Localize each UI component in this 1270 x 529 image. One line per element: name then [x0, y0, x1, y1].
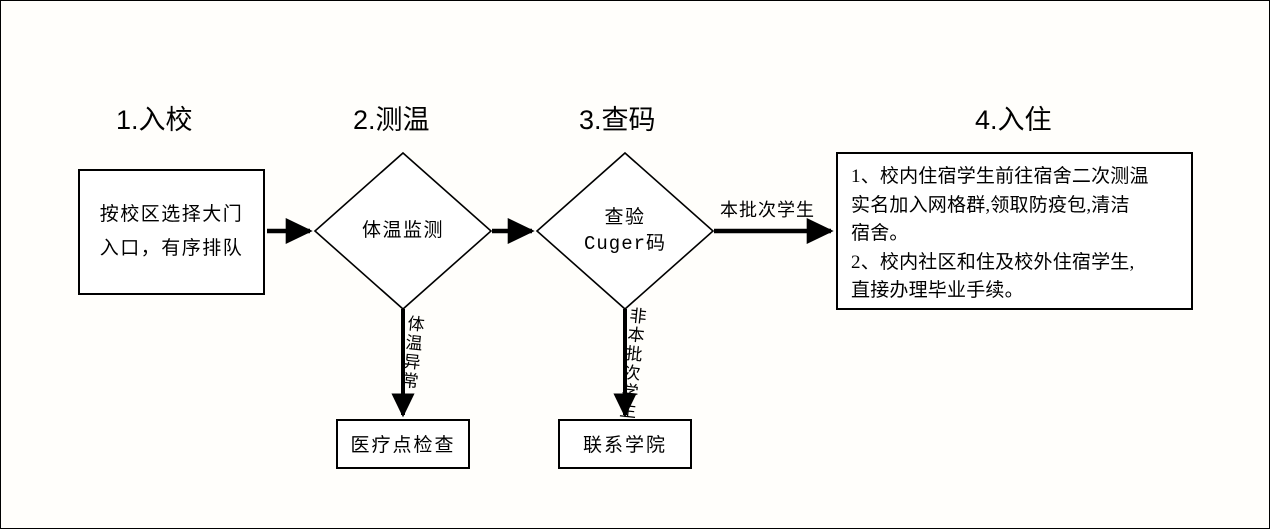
edge-label-fever: 体 温 异 常	[399, 314, 427, 392]
edge-label-batch-students: 本批次学生	[720, 200, 815, 220]
step-title-2: 2.测温	[353, 105, 430, 135]
edge-label-non-batch: 非 本 批 次 学 生	[617, 306, 649, 421]
node-temperature-label: 体温监测	[361, 220, 444, 241]
node-code-label: 查验 Cuger码	[535, 205, 715, 257]
node-code-line-1: 查验	[604, 207, 646, 228]
node-checkin-line-3: 宿舍。	[851, 223, 909, 244]
node-college-label: 联系学院	[582, 435, 667, 456]
edge-label-non-batch-char-3: 批	[624, 343, 644, 365]
node-checkin-line-5: 直接办理毕业手续。	[851, 280, 1024, 301]
node-entry-line-2: 入口，有序排队	[99, 238, 244, 259]
edge-label-fever-char-2: 温	[404, 333, 424, 354]
node-entry[interactable]: 按校区选择大门 入口，有序排队	[78, 169, 265, 295]
node-checkin[interactable]: 1、校内住宿学生前往宿舍二次测温 实名加入网格群,领取防疫包,清洁 宿舍。 2、…	[836, 152, 1193, 310]
edge-label-non-batch-char-1: 非	[628, 306, 648, 327]
node-medical-label: 医疗点检查	[350, 435, 456, 456]
edge-label-fever-char-3: 异	[402, 351, 422, 373]
step-title-3: 3.查码	[579, 105, 656, 135]
edge-label-non-batch-char-2: 本	[626, 325, 646, 346]
node-code-line-2: Cuger码	[583, 233, 666, 255]
edge-label-non-batch-char-4: 次	[622, 362, 642, 384]
node-checkin-text: 1、校内住宿学生前往宿舍二次测温 实名加入网格群,领取防疫包,清洁 宿舍。 2、…	[851, 163, 1183, 306]
step-title-4: 4.入住	[975, 105, 1052, 135]
node-college[interactable]: 联系学院	[558, 419, 692, 469]
edge-label-non-batch-char-6: 生	[618, 400, 638, 422]
node-checkin-line-2: 实名加入网格群,领取防疫包,清洁	[851, 194, 1130, 216]
node-entry-text: 按校区选择大门 入口，有序排队	[80, 198, 263, 266]
step-title-1: 1.入校	[116, 105, 193, 135]
node-entry-line-1: 按校区选择大门	[99, 204, 244, 225]
edge-label-fever-char-4: 常	[400, 370, 420, 392]
node-checkin-line-4: 2、校内社区和住及校外住宿学生,	[851, 251, 1135, 273]
edge-label-fever-char-1: 体	[406, 314, 426, 335]
node-medical[interactable]: 医疗点检查	[336, 419, 470, 469]
edge-label-non-batch-char-5: 学	[620, 381, 640, 403]
node-checkin-line-1: 1、校内住宿学生前往宿舍二次测温	[851, 166, 1149, 187]
